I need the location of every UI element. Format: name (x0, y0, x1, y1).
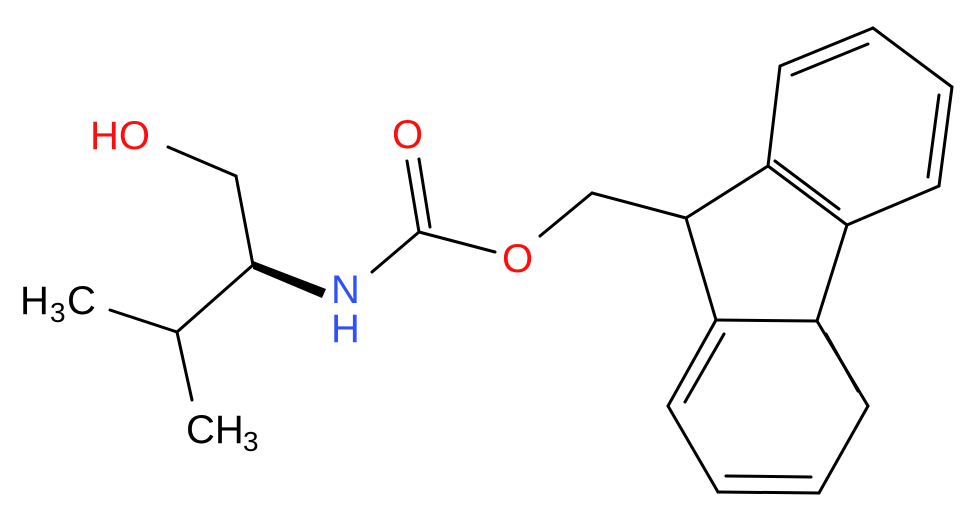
lower-ring-d1 (824, 332, 860, 393)
hydroxyl-label: HO (90, 114, 150, 158)
methyl-1-h-label: H (20, 279, 49, 323)
bond-biphenyl (815, 223, 849, 323)
methyl-1-subscript: 3 (50, 297, 66, 328)
atom-labels: HO O O N H H 3 C CH 3 (20, 113, 533, 457)
lower-ring-b4 (716, 490, 821, 495)
ester-oxygen-label: O (502, 237, 533, 281)
upper-ring-b1 (766, 64, 782, 168)
bond-oester-ch2 (538, 191, 594, 238)
carbonyl-oxygen-label: O (392, 113, 423, 157)
upper-ring-b4 (937, 85, 954, 188)
lower-ring-b5 (666, 404, 720, 494)
upper-ring-b3 (871, 26, 954, 89)
upper-ring-b5 (845, 184, 941, 227)
amine-n-label: N (331, 268, 360, 312)
bond-carbonyl-o-1 (405, 159, 421, 234)
lower-ring-b3 (817, 404, 870, 495)
upper-ring-d2 (926, 93, 941, 179)
bond-carbonyl-o-2 (417, 157, 432, 229)
lower-ring-b1 (714, 318, 819, 323)
bonds (108, 26, 954, 495)
bond-isopropyl-methyl1 (108, 308, 179, 334)
bond-n-carbonyl (370, 230, 421, 274)
lower-ring-b6 (666, 318, 718, 408)
upper-ring-d1 (790, 42, 870, 77)
bond-ch-isopropyl (175, 263, 255, 334)
bond-ch2-ch (234, 174, 255, 267)
bond-carbonyl-oester (417, 230, 497, 254)
methyl-2-label: CH (186, 408, 244, 452)
bond-wedge-ch-n (253, 261, 326, 298)
methyl-1-c-label: C (67, 279, 96, 323)
bond-o-ch2 (166, 145, 238, 178)
methyl-2-subscript: 3 (243, 426, 259, 457)
bond-c9-upper (684, 164, 770, 220)
bond-isopropyl-methyl2 (175, 330, 194, 402)
upper-ring-b6 (766, 164, 849, 227)
upper-ring-b2 (778, 26, 875, 68)
bond-c9-lower (684, 216, 718, 322)
lower-ring-d2 (724, 474, 813, 479)
lower-ring-d3 (683, 332, 726, 404)
upper-ring-d3 (773, 159, 841, 211)
bond-ch2-c9 (590, 191, 688, 220)
amine-h-label: H (331, 307, 360, 351)
